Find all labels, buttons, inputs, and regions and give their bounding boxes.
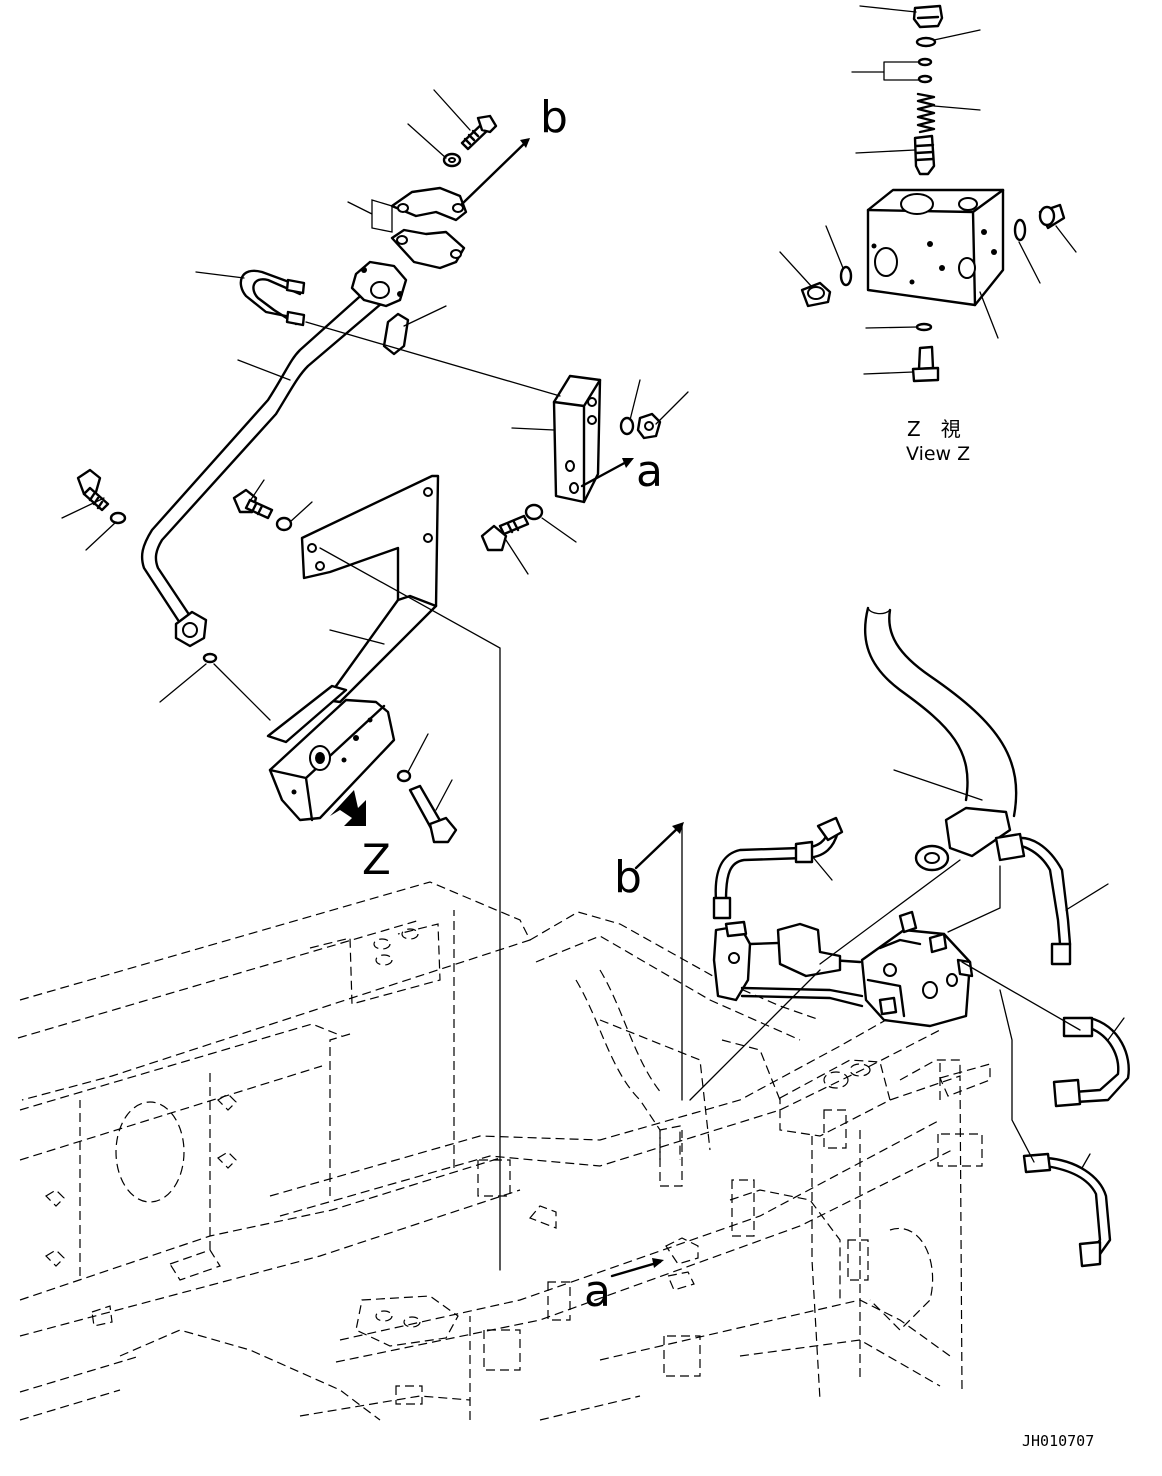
hydraulic-pipe xyxy=(140,260,408,648)
view-z-marker: Z xyxy=(362,835,391,884)
arrow-b-line xyxy=(460,138,530,206)
arrow-a-bottom-head xyxy=(652,1258,664,1268)
washer-middle xyxy=(275,516,293,532)
arrow-b-bottom-head xyxy=(672,822,684,834)
frame-left xyxy=(17,881,531,1337)
split-flange xyxy=(390,186,468,270)
o-ring-bottom xyxy=(915,322,933,332)
screw-bottom xyxy=(911,345,940,383)
pipe-assembly: Z b a xyxy=(61,89,689,1271)
plug-right xyxy=(1038,203,1066,230)
drawing-code: JH010707 xyxy=(1022,1432,1094,1450)
machine-frame xyxy=(17,881,991,1421)
mount-blocks xyxy=(91,1063,991,1405)
leader-lines-view-z xyxy=(779,5,1077,375)
bolt-valve xyxy=(408,784,458,844)
pipe-lines xyxy=(681,823,1081,1163)
check-valve xyxy=(712,920,862,1002)
spring xyxy=(916,92,936,134)
o-ring-left xyxy=(839,265,853,287)
backup-ring-2 xyxy=(917,74,933,84)
hose-3 xyxy=(1052,1016,1130,1108)
arrow-a-line xyxy=(580,458,632,488)
arrow-a-head xyxy=(622,458,634,468)
washer-right xyxy=(524,503,544,521)
arrow-b-bottom-line xyxy=(634,824,682,870)
installed-valve-block xyxy=(860,910,974,1028)
flange-bolt xyxy=(460,114,498,151)
installed-valve: b a xyxy=(584,606,1130,1317)
o-ring-right xyxy=(1013,218,1027,242)
large-hose xyxy=(863,606,1018,872)
hose-4 xyxy=(1022,1152,1112,1268)
washer-left xyxy=(109,511,127,525)
ref-b-bottom: b xyxy=(614,852,642,903)
upper-bracket xyxy=(552,374,602,504)
bolt-left xyxy=(76,468,110,512)
bolt-right xyxy=(480,514,530,552)
ref-a-top: a xyxy=(636,446,663,497)
leader-lines-installed xyxy=(811,769,1125,1169)
support-bracket xyxy=(266,474,440,744)
leader-lines-assembly xyxy=(61,89,689,1271)
bolt-middle xyxy=(232,488,274,520)
view-z-exploded: Z 視 View Z xyxy=(779,4,1077,465)
plug-top xyxy=(912,4,944,29)
washer-valve xyxy=(396,769,412,783)
o-ring-pipe-end xyxy=(202,652,218,664)
hose-1 xyxy=(712,816,844,920)
pipe-clamp xyxy=(382,312,410,356)
view-z-title-jp: Z 視 xyxy=(907,417,961,441)
ref-b-top: b xyxy=(540,92,568,143)
u-bolt xyxy=(239,269,306,327)
o-ring-top xyxy=(915,36,937,48)
valve-block xyxy=(866,188,1005,307)
relief-valve-block xyxy=(268,698,396,822)
hose-2 xyxy=(994,832,1072,966)
view-z-arrow xyxy=(330,790,366,826)
frame-right xyxy=(729,1059,963,1401)
arrow-b-head xyxy=(520,138,530,148)
plug-left xyxy=(800,281,832,308)
poppet xyxy=(913,134,936,176)
backup-ring xyxy=(917,57,933,67)
washer-bracket xyxy=(619,416,635,436)
ref-a-bottom: a xyxy=(584,1266,611,1317)
view-z-title-en: View Z xyxy=(906,443,970,465)
arrow-a-bottom-line xyxy=(610,1260,662,1278)
